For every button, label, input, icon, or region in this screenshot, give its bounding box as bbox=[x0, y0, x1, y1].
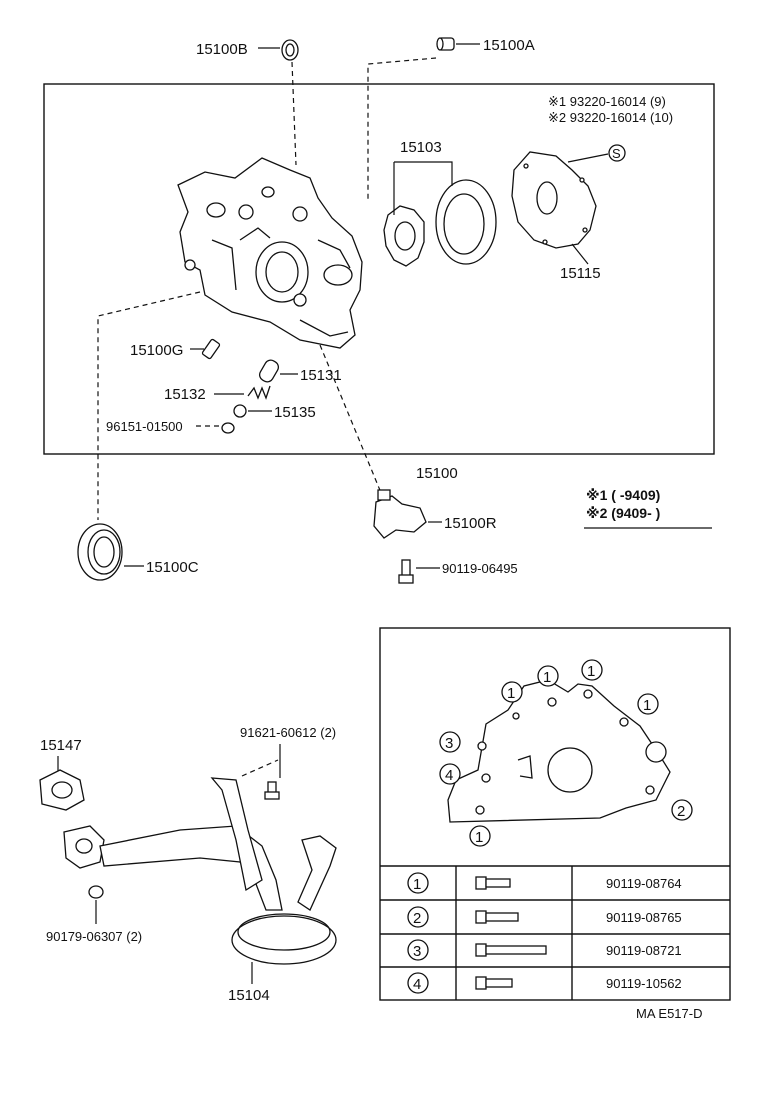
clip-96151-01500 bbox=[221, 422, 235, 434]
plug-15100A bbox=[436, 37, 455, 51]
label-15103: 15103 bbox=[400, 139, 442, 156]
sensor-15100R bbox=[373, 489, 427, 539]
svg-text:1: 1 bbox=[507, 685, 515, 702]
svg-text:90119-08765: 90119-08765 bbox=[606, 910, 682, 925]
label-15100B: 15100B bbox=[196, 41, 248, 58]
oil-seal-15100C bbox=[77, 523, 123, 581]
pin-15100G bbox=[201, 338, 221, 360]
label-15100C: 15100C bbox=[146, 559, 199, 576]
table-row-3: 3 90119-08721 bbox=[407, 939, 682, 961]
svg-text:1: 1 bbox=[475, 829, 483, 846]
callout-1-d: 1 bbox=[637, 693, 659, 715]
oring-15100B bbox=[281, 39, 299, 61]
svg-text:S: S bbox=[612, 146, 621, 161]
label-15132: 15132 bbox=[164, 386, 206, 403]
spring-15132 bbox=[247, 385, 271, 400]
callout-1-a: 1 bbox=[501, 681, 523, 703]
bolt-91621-60612 bbox=[264, 781, 280, 800]
svg-text:2: 2 bbox=[413, 910, 421, 927]
svg-text:90119-08721: 90119-08721 bbox=[606, 943, 682, 958]
label-15100R: 15100R bbox=[444, 515, 497, 532]
label-15135: 15135 bbox=[274, 404, 316, 421]
svg-text:90119-08764: 90119-08764 bbox=[606, 876, 682, 891]
svg-text:1: 1 bbox=[413, 876, 421, 893]
svg-text:3: 3 bbox=[413, 943, 421, 960]
label-15104: 15104 bbox=[228, 987, 270, 1004]
label-15100A: 15100A bbox=[483, 37, 535, 54]
oil-strainer-15104 bbox=[63, 777, 337, 965]
label-96151-01500: 96151-01500 bbox=[106, 419, 183, 434]
svg-text:1: 1 bbox=[587, 663, 595, 680]
label-15100: 15100 bbox=[416, 465, 458, 482]
svg-text:1: 1 bbox=[643, 697, 651, 714]
bolt-icon bbox=[475, 976, 513, 990]
case-outline-top-view bbox=[447, 679, 671, 823]
bolt-90119-06495 bbox=[398, 559, 414, 584]
legend-note-2: ※2 (9409- ) bbox=[586, 505, 660, 521]
svg-text:1: 1 bbox=[543, 669, 551, 686]
retainer-15135 bbox=[233, 404, 247, 418]
callout-1-e: 1 bbox=[469, 825, 491, 847]
callout-4: 4 bbox=[439, 763, 461, 785]
bolt-icon bbox=[475, 943, 547, 957]
svg-text:2: 2 bbox=[677, 803, 685, 820]
assembly-frame bbox=[43, 83, 715, 455]
bolt-table: 1 90119-08764 2 90119-08765 3 90119-0872 bbox=[380, 865, 730, 1000]
callout-2: 2 bbox=[671, 799, 693, 821]
relief-valve-15131 bbox=[258, 359, 280, 383]
oil-pump-body-15100 bbox=[177, 157, 363, 349]
gasket-15147 bbox=[39, 769, 85, 811]
legend-note-1: ※1 ( -9409) bbox=[586, 487, 660, 503]
label-91621-60612: 91621-60612 (2) bbox=[240, 725, 336, 740]
rotor-set-15103 bbox=[383, 179, 497, 267]
callout-1-c: 1 bbox=[581, 659, 603, 681]
callout-3: 3 bbox=[439, 731, 461, 753]
label-90179-06307: 90179-06307 (2) bbox=[46, 929, 142, 944]
svg-text:90119-10562: 90119-10562 bbox=[606, 976, 682, 991]
table-row-2: 2 90119-08765 bbox=[407, 906, 682, 928]
pump-cover-15115 bbox=[511, 151, 597, 249]
table-row-4: 4 90119-10562 bbox=[407, 972, 682, 994]
bolt-location-frame bbox=[379, 627, 731, 1001]
label-90119-06495: 90119-06495 bbox=[442, 561, 518, 576]
diagram-code: MA E517-D bbox=[636, 1006, 702, 1021]
label-15147: 15147 bbox=[40, 737, 82, 754]
note-s1: ※1 93220-16014 (9) bbox=[548, 94, 666, 109]
note-s2: ※2 93220-16014 (10) bbox=[548, 110, 673, 125]
bolt-icon bbox=[475, 876, 511, 890]
bolt-icon bbox=[475, 910, 519, 924]
table-row-1: 1 90119-08764 bbox=[407, 872, 682, 894]
svg-text:4: 4 bbox=[445, 767, 453, 784]
label-15115: 15115 bbox=[560, 265, 601, 282]
nut-90179-06307 bbox=[88, 885, 104, 899]
svg-text:3: 3 bbox=[445, 735, 453, 752]
callout-1-b: 1 bbox=[537, 665, 559, 687]
screw-s-symbol: S bbox=[608, 144, 626, 162]
label-15100G: 15100G bbox=[130, 342, 183, 359]
svg-text:4: 4 bbox=[413, 976, 421, 993]
